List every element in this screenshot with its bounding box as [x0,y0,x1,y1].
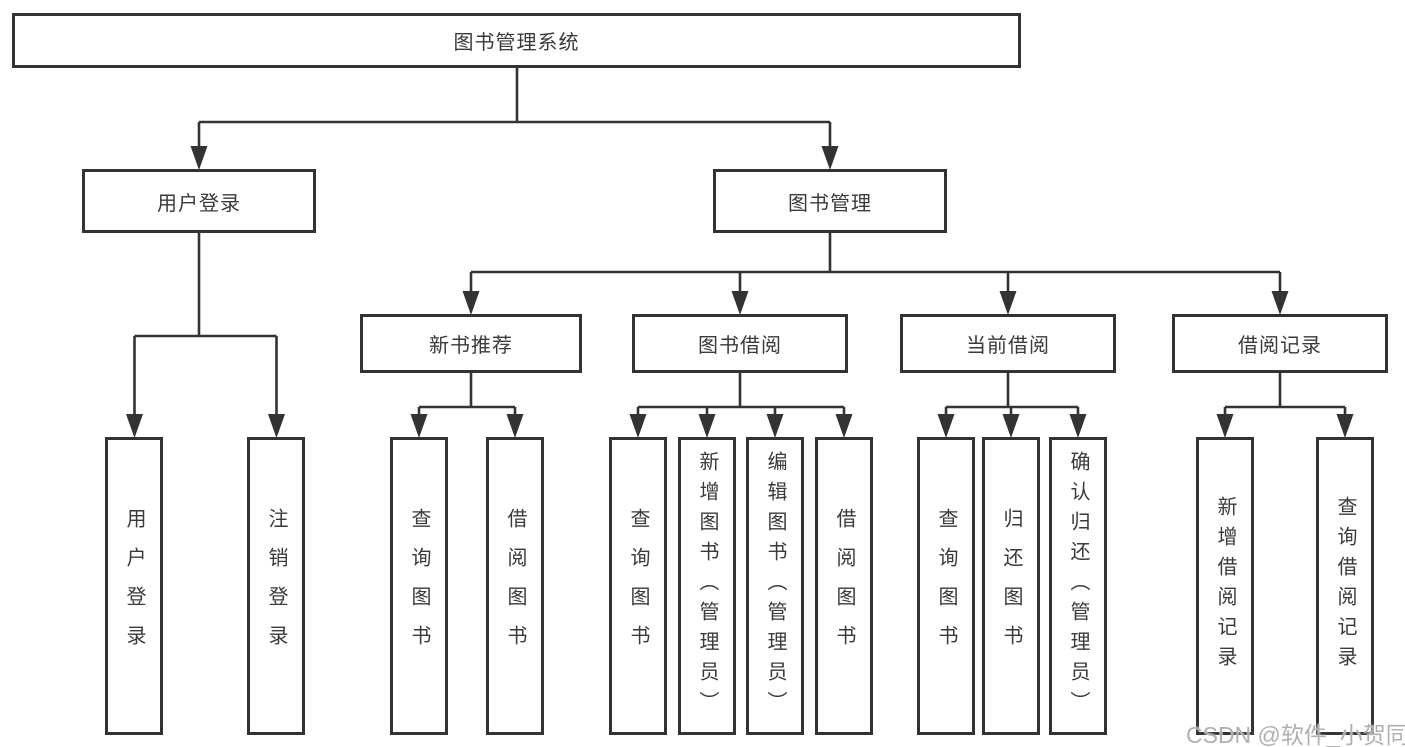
node-label-book-management-system: 图书管理系统 [453,32,580,54]
leaf-label-br-query-record: 查询借阅记录 [1334,496,1356,676]
leaf-bb-add-books-admin: 新增图书（管理员） [678,437,736,735]
node-user-login: 用户登录 [82,169,316,233]
leaf-label-user-login: 用户登录 [123,508,145,664]
leaf-bb-edit-books-admin: 编辑图书（管理员） [746,437,804,735]
node-label-book-borrowing: 图书借阅 [698,335,782,357]
node-label-new-book-recommend: 新书推荐 [429,335,513,357]
leaf-nbr-borrow-books: 借阅图书 [486,437,544,735]
node-book-management-system: 图书管理系统 [12,13,1021,68]
leaf-bb-query-books: 查询图书 [609,437,667,735]
node-book-borrowing: 图书借阅 [632,314,848,373]
node-book-management: 图书管理 [713,169,947,233]
leaf-label-bb-edit-books-admin: 编辑图书（管理员） [764,451,786,721]
leaf-user-login: 用户登录 [105,437,163,735]
node-current-borrowing: 当前借阅 [900,314,1116,373]
leaf-label-br-add-record: 新增借阅记录 [1214,496,1236,676]
leaf-cb-confirm-return-admin: 确认归还（管理员） [1049,437,1107,735]
leaf-label-bb-add-books-admin: 新增图书（管理员） [696,451,718,721]
node-label-borrowing-records: 借阅记录 [1238,335,1322,357]
node-new-book-recommend: 新书推荐 [360,314,582,373]
leaf-label-cb-query-books: 查询图书 [935,508,957,664]
leaf-bb-borrow-books: 借阅图书 [815,437,873,735]
leaf-br-add-record: 新增借阅记录 [1196,437,1254,735]
node-borrowing-records: 借阅记录 [1172,314,1388,373]
leaf-label-cb-return-books: 归还图书 [1000,508,1022,664]
leaf-label-nbr-borrow-books: 借阅图书 [504,508,526,664]
leaf-label-nbr-query-books: 查询图书 [408,508,430,664]
node-label-user-login: 用户登录 [157,192,241,215]
leaf-cb-return-books: 归还图书 [982,437,1040,735]
node-label-book-management: 图书管理 [788,192,872,215]
leaf-logout: 注销登录 [247,437,305,735]
leaf-br-query-record: 查询借阅记录 [1316,437,1374,735]
leaf-label-logout: 注销登录 [265,508,287,664]
watermark: CSDN @软件_小贺同学 [1186,722,1405,747]
node-label-current-borrowing: 当前借阅 [966,335,1050,357]
leaf-cb-query-books: 查询图书 [917,437,975,735]
leaf-label-cb-confirm-return-admin: 确认归还（管理员） [1067,451,1089,721]
leaf-nbr-query-books: 查询图书 [390,437,448,735]
leaf-label-bb-query-books: 查询图书 [627,508,649,664]
leaf-label-bb-borrow-books: 借阅图书 [833,508,855,664]
